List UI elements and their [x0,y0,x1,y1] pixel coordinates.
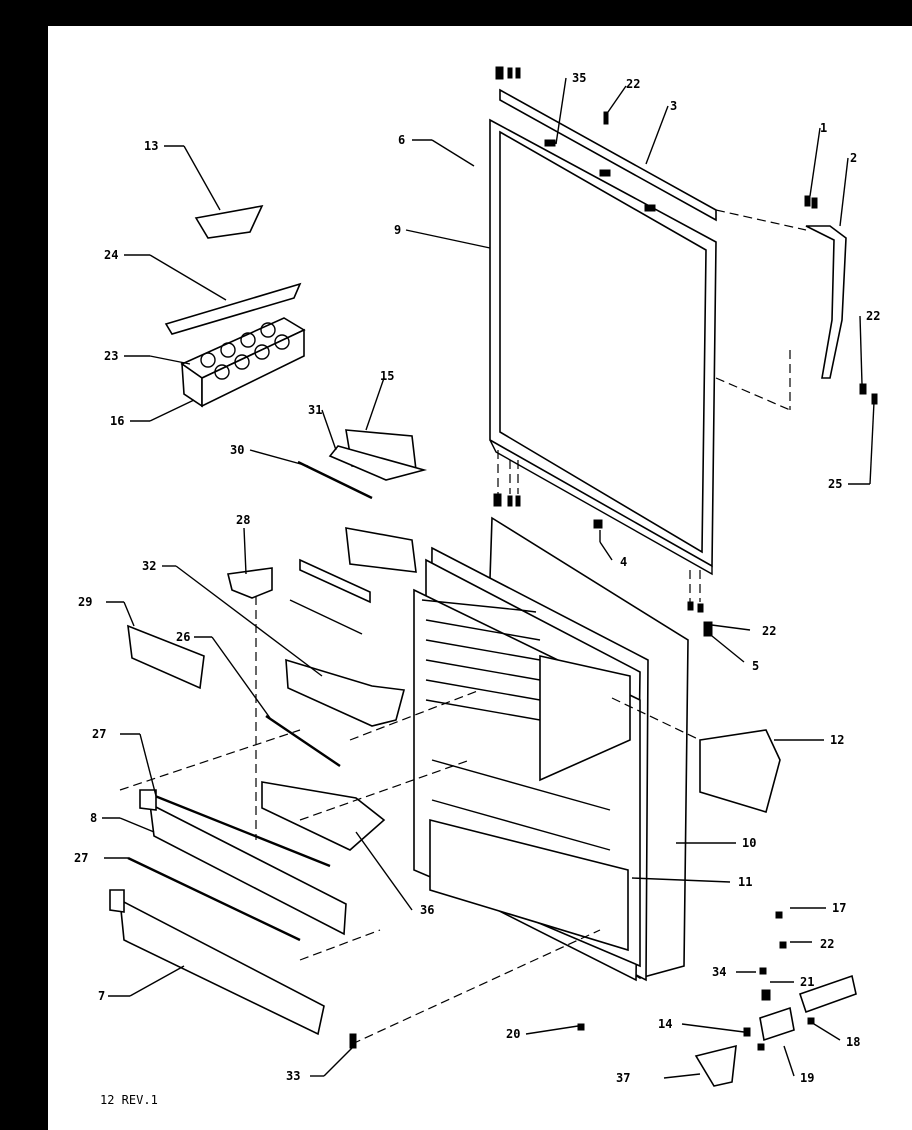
callout-12: 12 [830,733,844,747]
hinge-cover-12 [699,729,781,814]
callout-17: 17 [832,901,846,915]
shelf-trim-27b [127,856,301,942]
ice-tray-cover [164,282,302,335]
door-screws [493,66,878,637]
callout-32: 32 [142,559,156,573]
callout-21: 21 [800,975,814,989]
callout-22-a: 22 [626,77,640,91]
callout-27-a: 27 [92,727,106,741]
callout-14: 14 [658,1017,672,1031]
retainer-bar-30 [297,460,373,500]
callout-20: 20 [506,1027,520,1041]
shelf-bar-26 [265,715,341,767]
callout-28: 28 [236,513,250,527]
callout-22-b: 22 [866,309,880,323]
leader-lines [102,77,875,1079]
callout-35: 35 [572,71,586,85]
callout-8: 8 [90,811,97,825]
callout-34: 34 [712,965,726,979]
door-bin-28 [227,567,273,599]
callout-13: 13 [144,139,158,153]
callout-15: 15 [380,369,394,383]
shelf-trim-27a [149,792,331,868]
callout-31: 31 [308,403,322,417]
callout-22-d: 22 [820,937,834,951]
callout-1: 1 [820,121,827,135]
callout-3: 3 [670,99,677,113]
callout-10: 10 [742,836,756,850]
callout-30: 30 [230,443,244,457]
footer-revision-note: 12 REV.1 [100,1093,158,1107]
callout-29: 29 [78,595,92,609]
callout-36: 36 [420,903,434,917]
callout-26: 26 [176,630,190,644]
callout-27-b: 27 [74,851,88,865]
hinge-cover-37 [694,1044,737,1087]
callout-9: 9 [394,223,401,237]
callout-labels: 1 2 3 4 5 6 7 8 9 10 11 12 13 14 15 16 1… [74,71,880,1085]
ice-cube-tray [180,317,306,408]
callout-4: 4 [620,555,627,569]
callout-23: 23 [104,349,118,363]
bin-retainer-29 [127,624,205,690]
callout-5: 5 [752,659,759,673]
screw-20 [577,1023,585,1031]
callout-16: 16 [110,414,124,428]
callout-18: 18 [846,1035,860,1049]
door-shelf-36 [261,781,386,851]
callout-33: 33 [286,1069,300,1083]
dairy-compartment-cover [194,204,264,239]
door-outer-panel [489,118,717,576]
callout-2: 2 [850,151,857,165]
door-hinge-bracket [804,195,847,379]
callout-11: 11 [738,875,752,889]
callout-25: 25 [828,477,842,491]
callout-37: 37 [616,1071,630,1085]
callout-22-c: 22 [762,624,776,638]
bottom-hinge-assembly [743,911,857,1051]
egg-bin-lower [299,527,417,604]
door-shelf-7 [109,889,325,1036]
door-shelf-32 [285,599,406,727]
door-shelf-8 [139,789,347,936]
callout-6: 6 [398,133,405,147]
egg-bin-upper [328,429,428,481]
inner-door-liner [413,588,641,968]
callout-19: 19 [800,1071,814,1085]
clip-33 [349,1033,357,1049]
callout-7: 7 [98,989,105,1003]
door-top-trim [499,88,717,222]
callout-24: 24 [104,248,118,262]
